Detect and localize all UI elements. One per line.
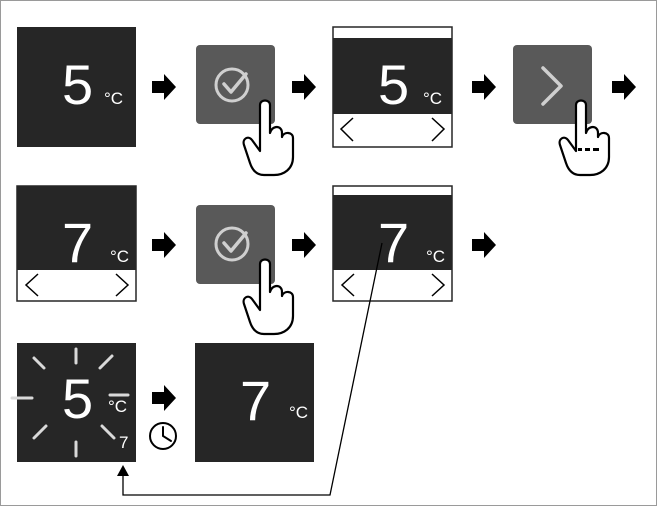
flashing-rays: [10, 347, 130, 458]
step9-unit: °C: [289, 403, 308, 422]
arrow-right-icon: [292, 74, 316, 100]
right-chevron-icon: [431, 273, 446, 297]
step1-unit: °C: [104, 89, 123, 108]
confirm-button[interactable]: [196, 45, 275, 124]
left-chevron-icon: [24, 273, 39, 297]
arrow-right-icon: [152, 74, 176, 100]
step5-value: 7: [62, 211, 93, 274]
timer-clock-icon: [149, 422, 177, 450]
arrow-right-icon: [612, 74, 636, 100]
step7-unit: °C: [426, 247, 445, 266]
confirm-check-icon: [214, 67, 250, 103]
step3-unit: °C: [423, 89, 442, 108]
step5-display: 7 °C: [16, 185, 137, 302]
step5-unit: °C: [110, 247, 129, 266]
left-chevron-icon: [339, 117, 354, 142]
arrow-up-icon: [117, 465, 129, 476]
step3-value: 5: [378, 53, 409, 116]
confirm-check-icon: [214, 226, 250, 262]
timeout-return-line: [117, 242, 383, 496]
left-chevron-icon: [340, 273, 355, 297]
step8-unit: °C: [108, 397, 127, 416]
step1-value: 5: [62, 53, 93, 116]
arrow-right-icon: [292, 232, 316, 258]
step1-display: 5 °C: [17, 27, 136, 147]
step9-display: 7 °C: [195, 343, 314, 462]
step8-small-value: 7: [119, 433, 128, 452]
press-hold-dashes: [578, 148, 599, 151]
right-chevron-icon: [431, 117, 446, 142]
step7-display: 7 °C: [332, 185, 453, 302]
step8-value: 5: [62, 367, 93, 430]
arrow-right-icon: [152, 385, 176, 411]
arrow-right-icon: [472, 232, 496, 258]
confirm-button-2[interactable]: [196, 205, 275, 284]
arrow-right-icon: [472, 74, 496, 100]
right-chevron-icon: [115, 273, 130, 297]
arrow-right-icon: [152, 232, 176, 258]
next-button[interactable]: [513, 45, 592, 124]
step7-value: 7: [378, 211, 409, 274]
step8-display-flashing: 5 °C 7: [10, 343, 136, 462]
step3-display: 5 °C: [332, 26, 453, 148]
next-chevron-icon: [541, 66, 563, 106]
step9-value: 7: [240, 369, 271, 432]
